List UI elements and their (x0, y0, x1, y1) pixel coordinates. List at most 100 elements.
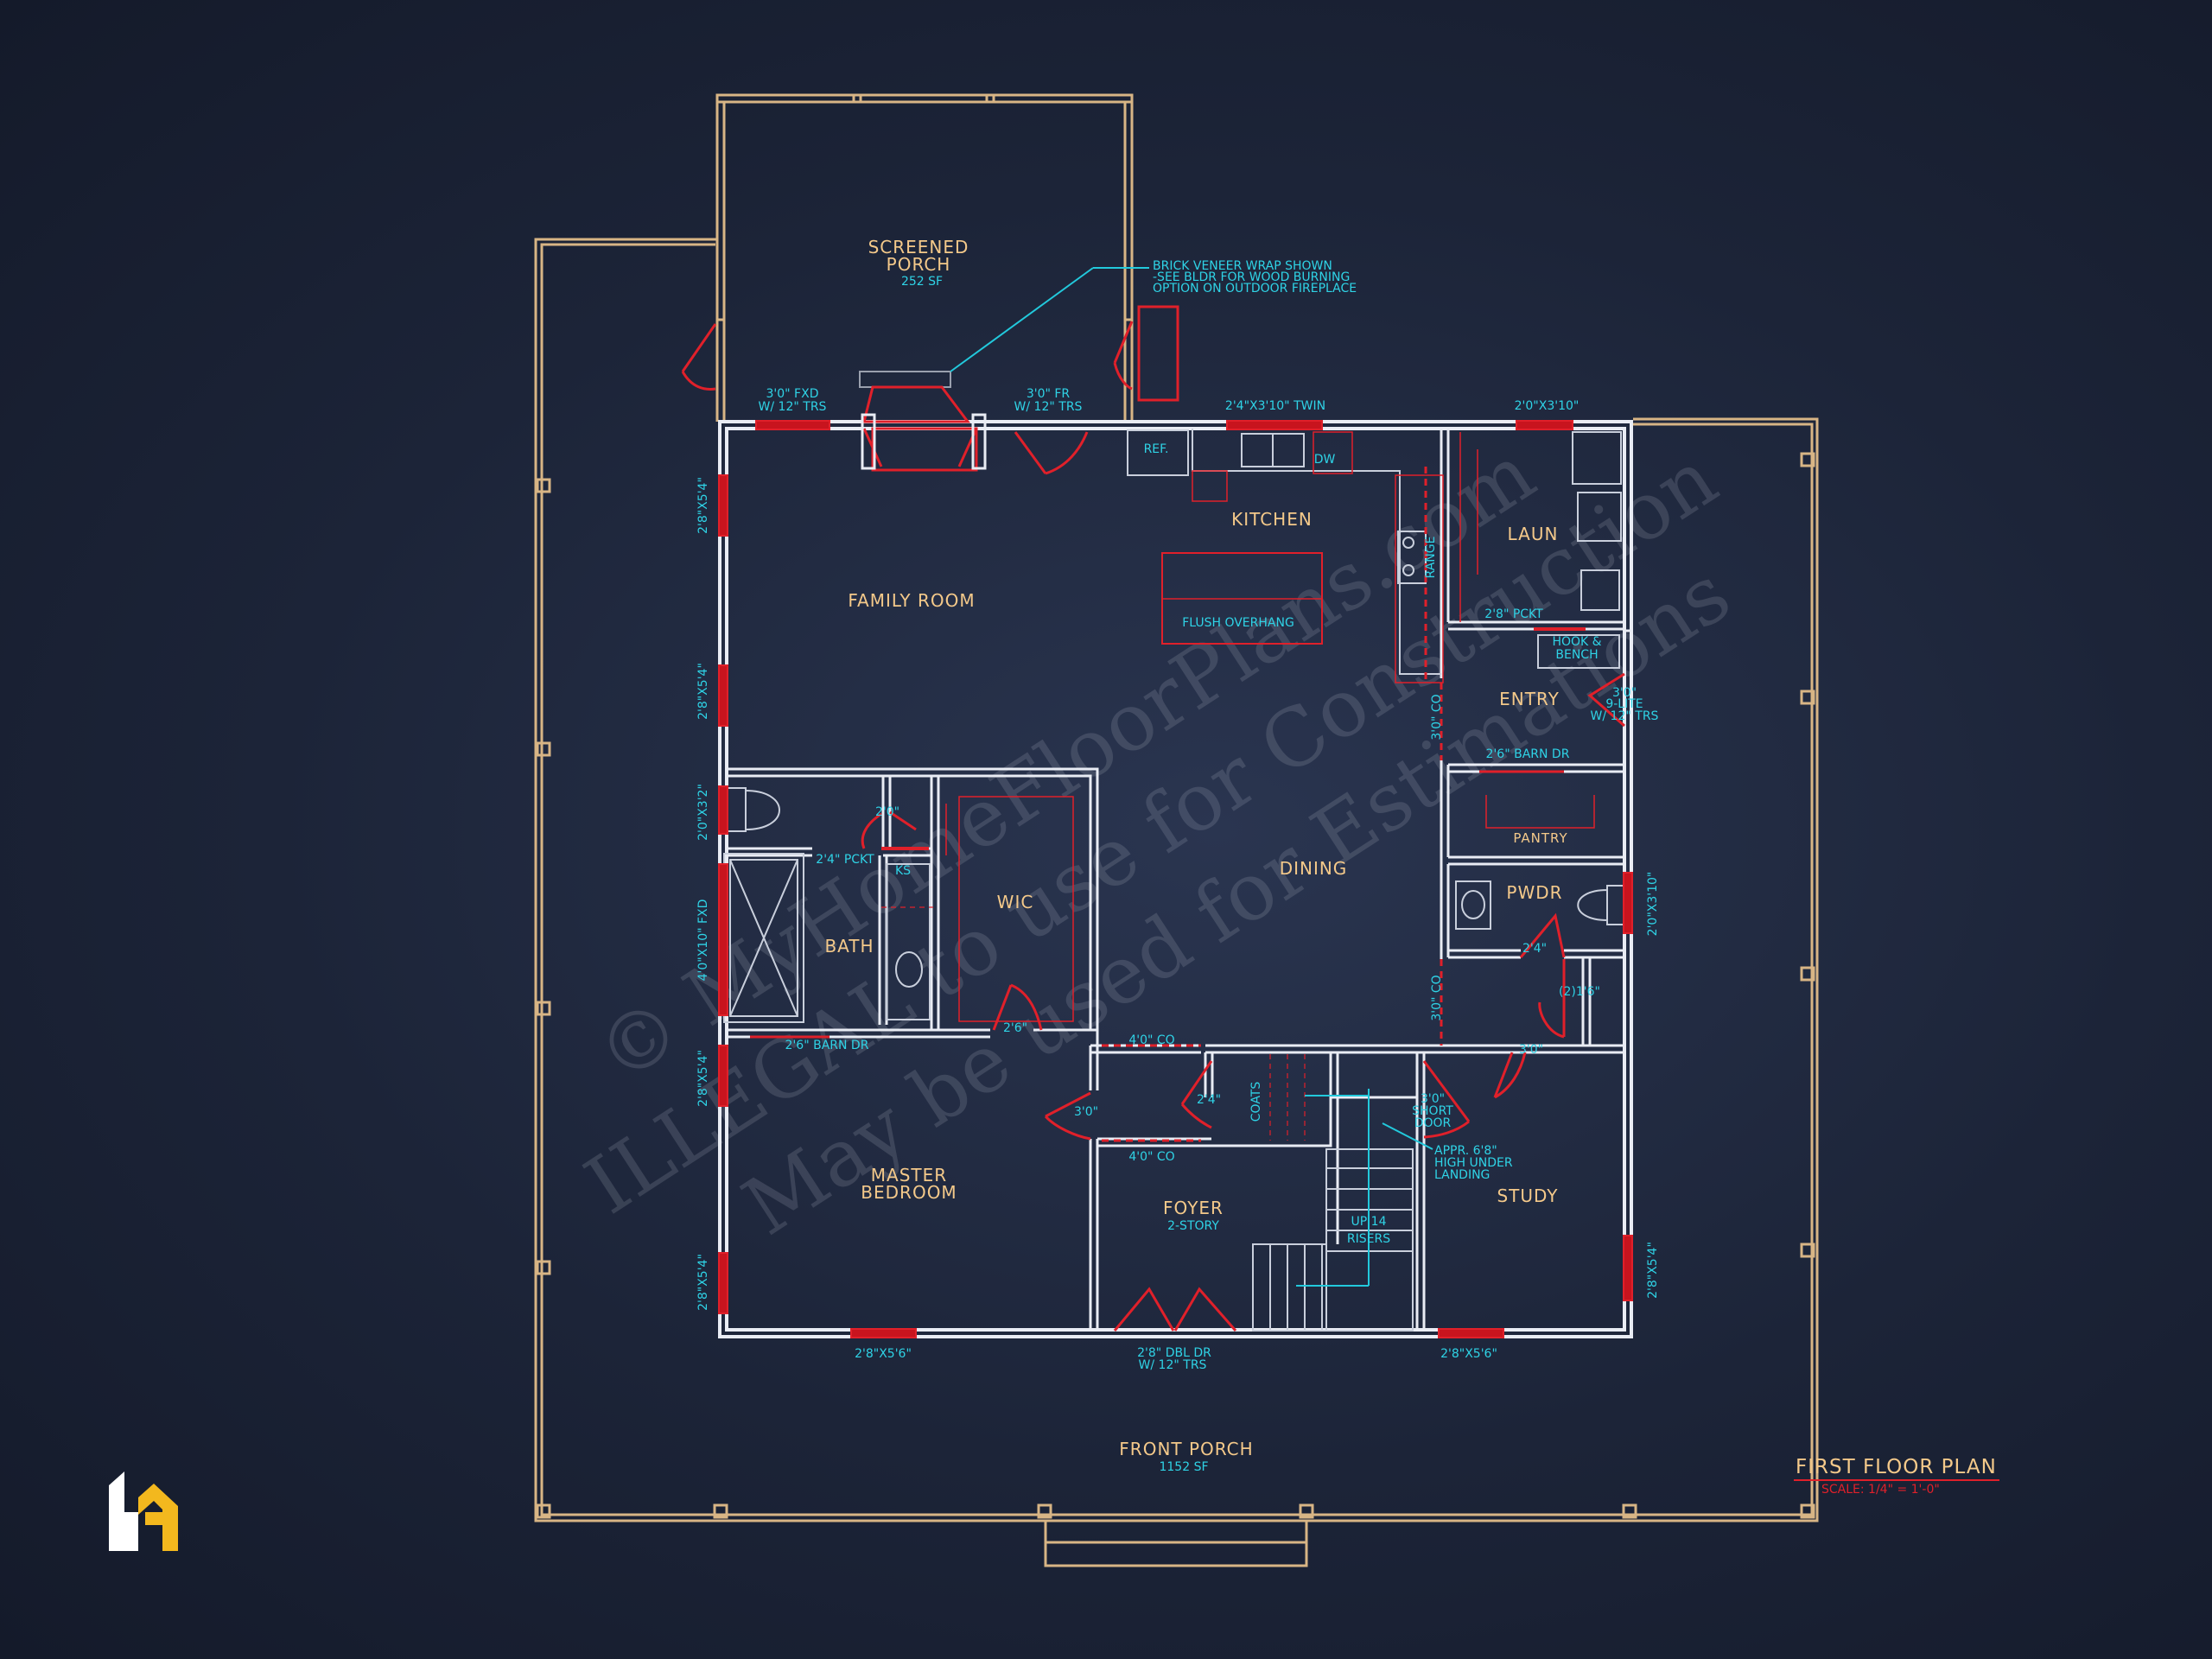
note-door-fxd-1: 3'0" FXD (766, 387, 819, 401)
window-family-1 (718, 474, 728, 537)
window-family-2 (718, 664, 728, 727)
windows-and-doors (681, 305, 1633, 1338)
window-study-side (1623, 1235, 1633, 1301)
room-bath: BATH (824, 936, 874, 957)
note-window-mb1: 2'8"X5'4" (696, 1050, 710, 1107)
note-short-door-3: DOOR (1414, 1116, 1452, 1130)
note-window-mb-bottom: 2'8"X5'6" (855, 1347, 912, 1361)
door-screened-left (681, 323, 717, 391)
note-entry-door-2: 9-LITE (1605, 697, 1643, 711)
room-foyer: FOYER (1163, 1198, 1224, 1218)
room-study: STUDY (1497, 1185, 1558, 1206)
note-range: RANGE (1424, 537, 1438, 579)
note-barn-pantry: 2'6" BARN DR (1486, 747, 1570, 761)
note-entry-door-1: 3'0" (1612, 686, 1637, 700)
note-door-fr-1: 3'0" FR (1027, 387, 1071, 401)
note-hall-door: 3'0" (1519, 1043, 1543, 1057)
door-short (1422, 1060, 1471, 1139)
note-co-pwdr: 3'0" CO (1430, 975, 1444, 1020)
note-brick-1: BRICK VENEER WRAP SHOWN (1153, 259, 1332, 273)
note-closet-dbl: (2)1'6" (1559, 985, 1600, 999)
note-door-fr-2: W/ 12" TRS (1014, 400, 1083, 414)
window-master-1 (718, 1045, 728, 1107)
plan-title: FIRST FLOOR PLAN (1796, 1456, 1997, 1478)
room-pantry: PANTRY (1513, 830, 1567, 846)
note-pwdr-door: 2'4" (1522, 942, 1547, 956)
note-coats: COATS (1249, 1082, 1263, 1122)
note-window-pwdr: 2'0"X3'10" (1646, 872, 1660, 937)
foyer-sub: 2-STORY (1167, 1219, 1219, 1233)
note-flush-overhang: FLUSH OVERHANG (1182, 616, 1294, 630)
note-front-door-2: W/ 12" TRS (1139, 1358, 1207, 1372)
note-window-fam1: 2'8"X5'4" (696, 477, 710, 534)
window-study-bottom (1438, 1328, 1504, 1338)
note-entry-door-3: W/ 12" TRS (1591, 709, 1659, 723)
note-window-mb2: 2'8"X5'4" (696, 1254, 710, 1311)
note-bench: BENCH (1555, 648, 1598, 662)
window-bath-fxd (718, 863, 728, 1016)
room-pwdr: PWDR (1506, 882, 1562, 903)
note-ref: REF. (1144, 442, 1169, 456)
stairs (1252, 1054, 1414, 1332)
note-brick-2: -SEE BLDR FOR WOOD BURNING (1153, 270, 1350, 284)
room-master-1: MASTER (871, 1165, 947, 1185)
note-window-fam2: 2'8"X5'4" (696, 663, 710, 720)
note-co-upper: 4'0" CO (1128, 1033, 1174, 1047)
front-double-door (1113, 1287, 1237, 1332)
note-stairs-2: RISERS (1347, 1232, 1390, 1246)
note-window-study-side: 2'8"X5'4" (1646, 1242, 1660, 1299)
note-pckt-bath: 2'4" PCKT (816, 853, 874, 867)
fixtures (723, 267, 1625, 1332)
washer (1572, 431, 1622, 485)
note-window-twin: 2'4"X3'10" TWIN (1225, 399, 1325, 413)
door-wic (992, 983, 1043, 1031)
note-wic-door: 2'6" (1003, 1021, 1027, 1035)
note-door-fxd-2: W/ 12" TRS (759, 400, 827, 414)
room-dining: DINING (1280, 858, 1348, 879)
door-entry (1587, 672, 1625, 728)
note-front-door-1: 2'8" DBL DR (1137, 1346, 1211, 1360)
door-wc (861, 810, 917, 849)
room-screened-porch-1: SCREENED (868, 237, 969, 257)
window-laundry (1516, 420, 1573, 430)
note-stairs-1: UP 14 (1351, 1215, 1387, 1229)
note-window-bath-small: 2'0"X3'2" (696, 784, 710, 841)
door-hall (1493, 1052, 1527, 1099)
note-co-lower: 4'0" CO (1128, 1150, 1174, 1164)
room-screened-porch-2: PORCH (887, 254, 951, 275)
room-family: FAMILY ROOM (848, 590, 975, 611)
door-screened-right (1113, 321, 1134, 391)
door-fxd (755, 420, 830, 430)
window-master-bottom (850, 1328, 917, 1338)
front-porch-area: 1152 SF (1159, 1460, 1208, 1474)
note-landing-3: LANDING (1434, 1168, 1490, 1182)
note-barn-bath: 2'6" BARN DR (785, 1039, 869, 1052)
note-window-study-bottom: 2'8"X5'6" (1440, 1347, 1497, 1361)
screened-porch-area: 252 SF (901, 275, 943, 289)
room-front-porch: FRONT PORCH (1119, 1439, 1253, 1459)
room-entry: ENTRY (1499, 689, 1560, 709)
house-h-logo-icon (109, 1471, 178, 1551)
closet-double (1538, 959, 1566, 1039)
note-window-bath-fxd: 4'0"X10" FXD (696, 899, 710, 982)
dryer (1577, 492, 1622, 542)
window-twin (1226, 420, 1323, 430)
refrigerator (1127, 429, 1189, 476)
note-pckt-laun: 2'8" PCKT (1484, 607, 1543, 621)
room-labels: SCREENED PORCH 252 SF FAMILY ROOM KITCHE… (824, 237, 1567, 1474)
window-bath-small (718, 785, 728, 835)
title-block: FIRST FLOOR PLAN SCALE: 1/4" = 1'-0" (1794, 1456, 1999, 1497)
annotations: BRICK VENEER WRAP SHOWN -SEE BLDR FOR WO… (696, 259, 1660, 1372)
door-french (1014, 431, 1089, 475)
note-short-door-2: SHORT (1412, 1104, 1453, 1118)
note-landing-2: HIGH UNDER (1434, 1156, 1513, 1170)
note-landing-1: APPR. 6'8" (1434, 1144, 1497, 1158)
note-ks: KS (895, 864, 911, 878)
note-hook: HOOK & (1552, 635, 1601, 649)
note-short-door-1: 3'0" (1421, 1092, 1445, 1106)
room-wic: WIC (997, 892, 1034, 912)
window-pwdr (1623, 872, 1633, 934)
note-wc-door: 2'0" (875, 805, 899, 819)
door-pwdr (1519, 912, 1566, 958)
room-kitchen: KITCHEN (1231, 509, 1313, 530)
